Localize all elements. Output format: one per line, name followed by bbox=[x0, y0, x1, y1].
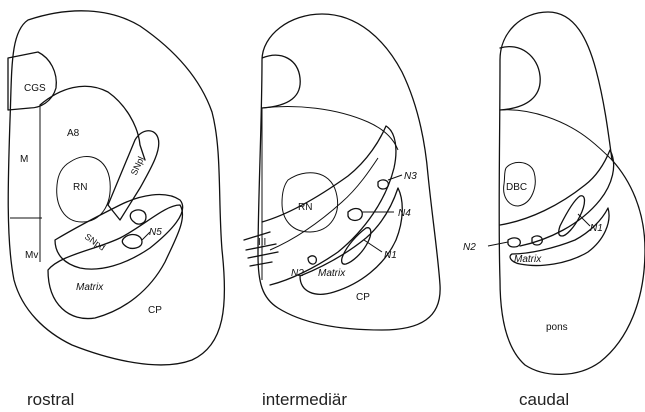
intermediate-label-rn: RN bbox=[298, 202, 312, 213]
intermediate-label-n2: N2 bbox=[291, 268, 304, 279]
rostral-snpd-band bbox=[55, 195, 183, 270]
intermediate-dorsal-loop bbox=[262, 55, 300, 108]
caption-rostral: rostral bbox=[27, 390, 74, 409]
rostral-outline bbox=[8, 11, 224, 365]
rostral-a8-boundary bbox=[40, 86, 145, 160]
rostral-label-cgs: CGS bbox=[24, 83, 46, 94]
caudal-label-matrix: Matrix bbox=[514, 254, 542, 265]
intermediate-n2-nucleus bbox=[308, 256, 316, 264]
rostral-label-m: M bbox=[20, 154, 28, 165]
rostral-n5-blob-lower bbox=[122, 235, 142, 249]
caudal-label-n2: N2 bbox=[463, 242, 476, 253]
rostral-label-snpd: SNpd bbox=[83, 231, 107, 252]
rostral-cgs-region bbox=[8, 52, 56, 110]
rostral-label-n5: N5 bbox=[149, 227, 162, 238]
caudal-label-dbc: DBC bbox=[506, 182, 527, 193]
rostral-label-snpl: SNpl bbox=[129, 155, 146, 177]
caudal-dorsal-boundary bbox=[500, 110, 612, 160]
rostral-label-mv: Mv bbox=[25, 250, 38, 261]
intermediate-section: RN N3 N4 N1 III N2 Matrix CP bbox=[244, 14, 440, 330]
caudal-n2-leader bbox=[488, 242, 508, 246]
caudal-n2-blob bbox=[508, 238, 520, 247]
intermediate-n3-leader bbox=[388, 175, 402, 180]
rostral-label-rn: RN bbox=[73, 182, 87, 193]
caudal-dorsal-loop bbox=[500, 47, 540, 110]
intermediate-label-matrix: Matrix bbox=[318, 268, 346, 279]
caudal-section: DBC N1 N2 Matrix pons bbox=[463, 12, 645, 374]
caudal-label-n1: N1 bbox=[590, 223, 603, 234]
rostral-label-a8: A8 bbox=[67, 128, 80, 139]
rostral-matrix-region bbox=[48, 205, 182, 319]
caption-caudal: caudal bbox=[519, 390, 569, 409]
intermediate-label-n3: N3 bbox=[404, 171, 417, 182]
intermediate-sn-inner bbox=[270, 158, 378, 250]
intermediate-label-iii: III bbox=[258, 237, 266, 248]
intermediate-n3-nucleus bbox=[378, 180, 388, 189]
rostral-label-matrix: Matrix bbox=[76, 282, 104, 293]
intermediate-label-cp: CP bbox=[356, 292, 370, 303]
intermediate-n1-leader bbox=[364, 240, 382, 252]
rostral-label-cp: CP bbox=[148, 305, 162, 316]
caudal-outline bbox=[499, 12, 645, 374]
intermediate-label-n1: N1 bbox=[384, 250, 397, 261]
intermediate-n4-nucleus bbox=[348, 209, 362, 221]
caudal-label-pons: pons bbox=[546, 322, 568, 333]
intermediate-label-n4: N4 bbox=[398, 208, 411, 219]
rostral-section: CGS A8 M RN SNpl SNpd N5 Mv Matrix CP bbox=[8, 11, 224, 365]
intermediate-matrix-region bbox=[300, 188, 402, 294]
rostral-n5-blob-upper bbox=[130, 210, 146, 224]
caption-intermediate: intermediär bbox=[262, 390, 347, 409]
